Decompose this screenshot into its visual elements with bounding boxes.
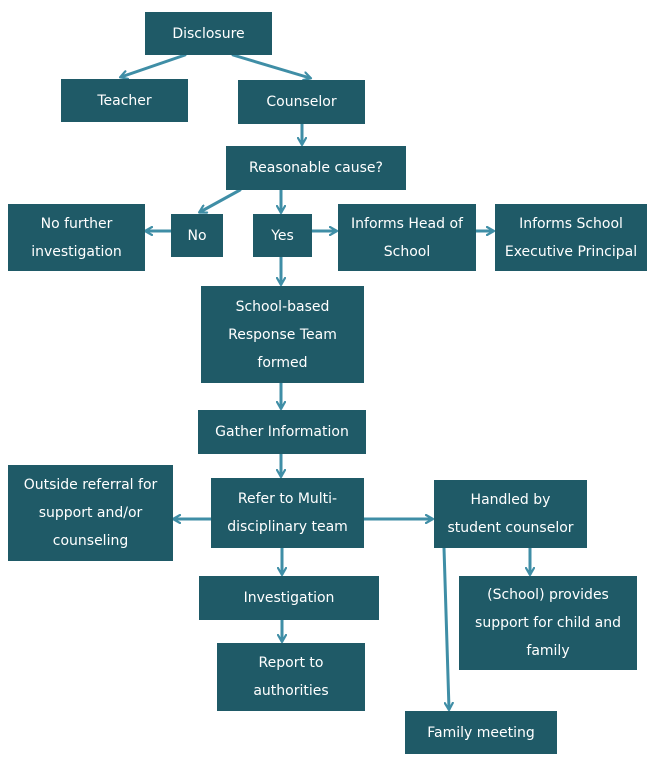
node-no-further-investigation: No further investigation [8,204,145,271]
node-handled-by-student-counselor: Handled by student counselor [434,480,587,548]
node-refer-multidisciplinary: Refer to Multi- disciplinary team [211,478,364,548]
node-school-provides-support: (School) provides support for child and … [459,576,637,670]
arrow-cause-no [200,188,242,212]
node-response-team: School-based Response Team formed [201,286,364,383]
node-reasonable-cause: Reasonable cause? [226,146,406,190]
node-family-meeting: Family meeting [405,711,557,754]
arrow-disclosure-counselor [231,53,310,78]
node-investigation: Investigation [199,576,379,620]
arrow-disclosure-teacher [121,53,187,77]
arrow-handled-familymeeting [442,546,449,709]
node-outside-referral: Outside referral for support and/or coun… [8,465,173,561]
node-counselor: Counselor [238,80,365,124]
node-disclosure: Disclosure [145,12,272,55]
node-yes: Yes [253,214,312,257]
node-informs-school-executive-principal: Informs School Executive Principal [495,204,647,271]
node-informs-head-of-school: Informs Head of School [338,204,476,271]
node-gather-information: Gather Information [198,410,366,454]
node-teacher: Teacher [61,79,188,122]
node-report-to-authorities: Report to authorities [217,643,365,711]
node-no: No [171,214,223,257]
